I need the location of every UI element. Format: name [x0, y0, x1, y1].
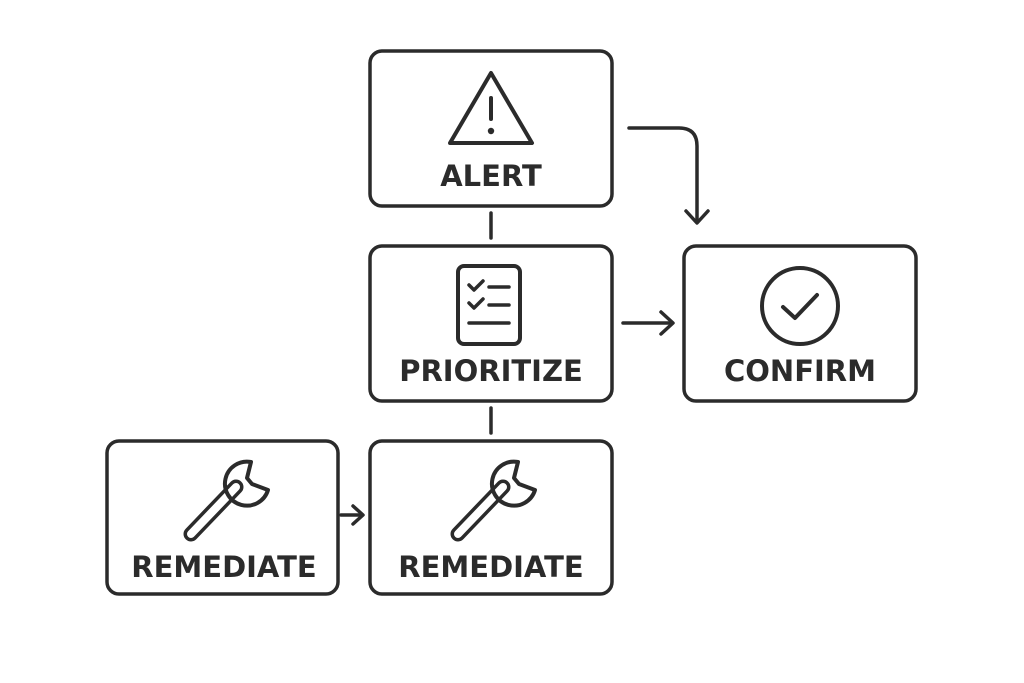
node-confirm[interactable]: CONFIRM [682, 244, 918, 403]
arrow-prioritize-to-confirm [621, 310, 675, 336]
check-circle-icon [760, 266, 840, 346]
wrench-icon [450, 459, 537, 542]
arrow-alert-to-confirm [627, 126, 710, 225]
node-remediate-center-label: REMEDIATE [398, 550, 583, 584]
node-alert-label: ALERT [440, 159, 542, 193]
connectors [339, 126, 710, 526]
node-prioritize[interactable]: PRIORITIZE [368, 244, 614, 403]
node-remediate-left[interactable]: REMEDIATE [105, 439, 340, 596]
arrow-remediate-to-remediate [339, 504, 365, 526]
node-alert[interactable]: ALERT [368, 49, 614, 208]
node-remediate-center[interactable]: REMEDIATE [368, 439, 614, 596]
node-prioritize-label: PRIORITIZE [399, 354, 583, 388]
checklist-icon [456, 264, 522, 346]
wrench-icon [183, 459, 270, 542]
node-confirm-label: CONFIRM [724, 354, 876, 388]
node-remediate-left-label: REMEDIATE [131, 550, 316, 584]
warning-triangle-icon [448, 71, 534, 145]
